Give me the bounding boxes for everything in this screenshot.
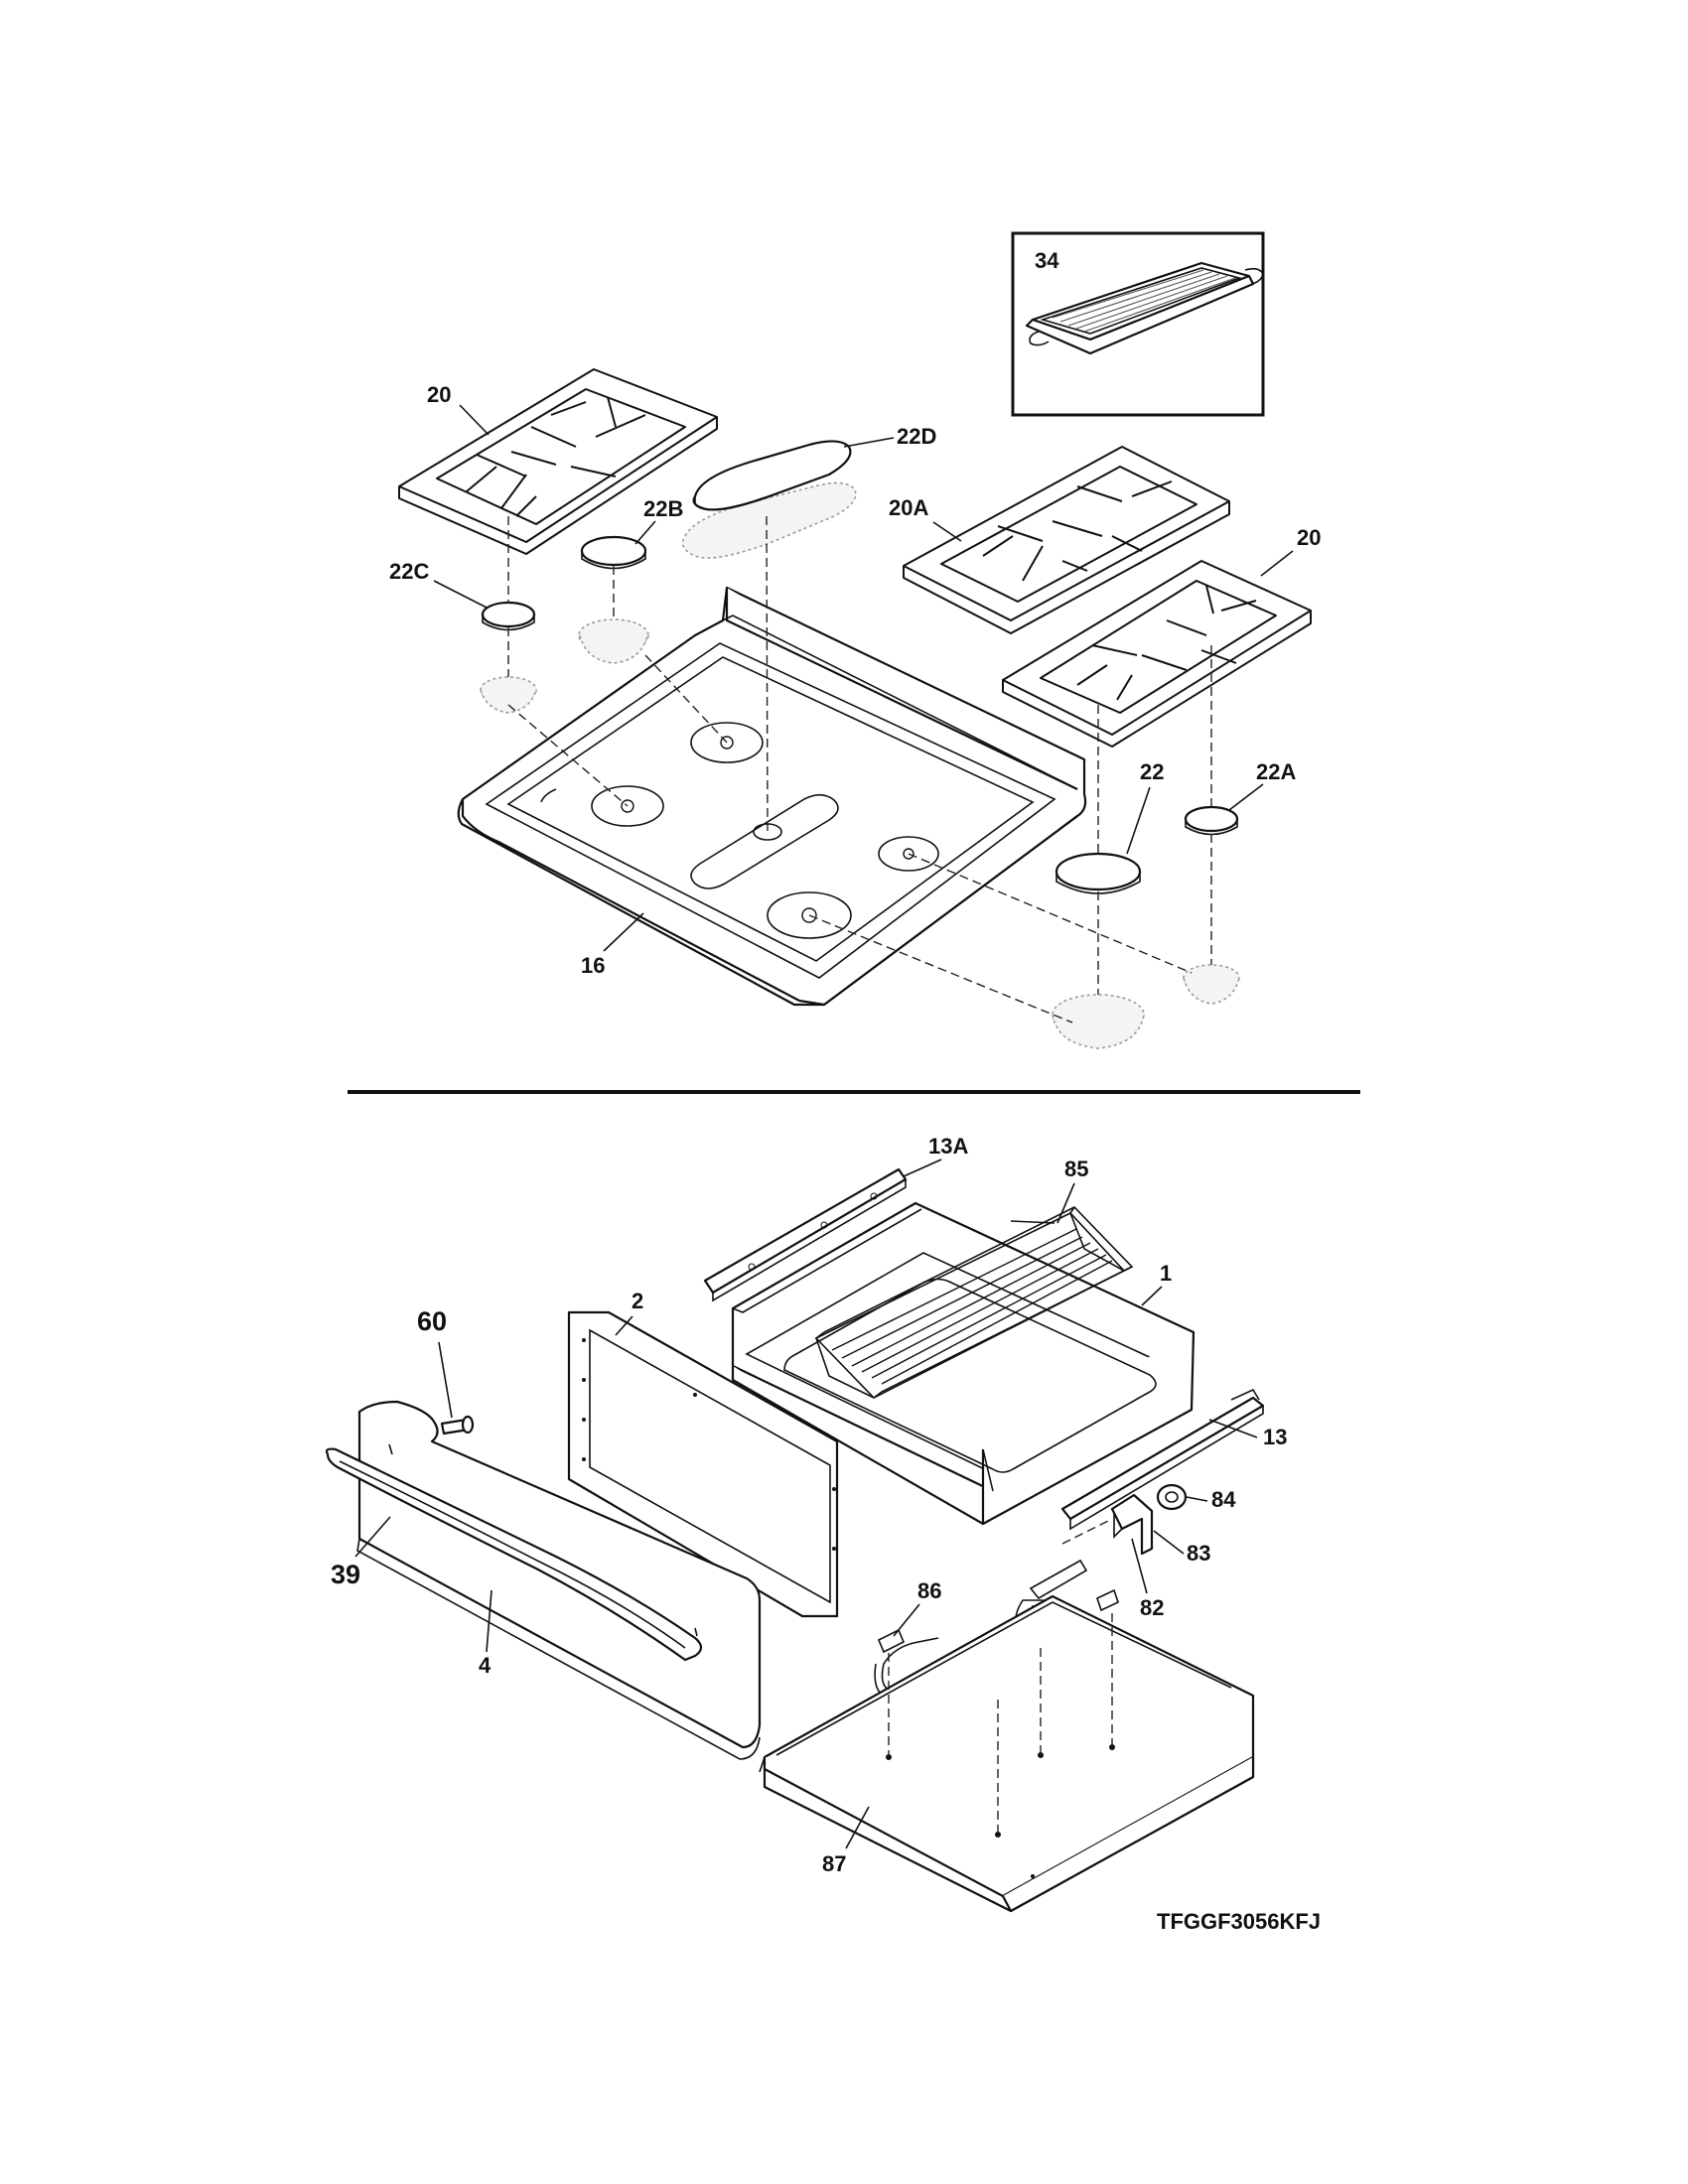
drawer-handle [325,1447,703,1662]
griddle-inset: 34 [1011,231,1265,417]
label-39: 39 [331,1560,360,1589]
label-4: 4 [479,1653,492,1678]
clip-86: 86 [893,1578,941,1637]
label-82: 82 [1140,1595,1164,1620]
label-22: 22 [1140,759,1164,784]
burner-cap-22C: 22C [389,559,537,714]
label-2: 2 [632,1289,643,1313]
burner-cap-22A: 22A [1183,759,1296,1005]
label-20A: 20A [889,495,928,520]
label-85: 85 [1064,1157,1088,1181]
label-22B: 22B [643,496,683,521]
label-13A: 13A [928,1134,968,1159]
label-34: 34 [1035,248,1059,273]
right-grate-20: 20 [1002,525,1321,748]
label-1: 1 [1160,1261,1172,1286]
drawer-rack: 85 [814,1157,1134,1399]
left-grate: 20 [398,368,718,555]
assembly-lines-bottom [888,1613,1113,1833]
assembly-lines-top [507,515,1212,1024]
drawer-bottom-panel: 87 [759,1594,1255,1913]
drawer-inner-panel: 2 [567,1289,839,1618]
bracket-assembly: 84 83 82 [1061,1483,1236,1620]
label-22C: 22C [389,559,429,584]
label-20-right: 20 [1297,525,1321,550]
label-83: 83 [1187,1541,1210,1566]
label-84: 84 [1211,1487,1236,1512]
label-20-left: 20 [427,382,451,407]
model-code: TFGGF3056KFJ [1157,1909,1321,1934]
cooktop-top: 16 [457,586,1087,1007]
center-right-grate-20A: 20A [889,446,1230,634]
drawer-box: 1 [731,1201,1196,1526]
label-22A: 22A [1256,759,1296,784]
label-22D: 22D [897,424,936,449]
slide-rail-13A: 13A [703,1134,968,1302]
oval-burner-cap: 22D [681,424,936,559]
drawer-front: 39 4 [325,1400,762,1760]
burner-cap-22B: 22B [578,496,683,664]
label-16: 16 [581,953,605,978]
burner-cap-22: 22 [1052,759,1164,1049]
section-divider [348,1090,1360,1094]
label-13: 13 [1263,1425,1287,1449]
label-86: 86 [917,1578,941,1603]
drawer-section: 13A 1 [325,1134,1321,1934]
label-60: 60 [417,1306,447,1336]
label-87: 87 [822,1851,846,1876]
screw-60: 60 [417,1306,475,1435]
slide-rail-13: 13 [1060,1388,1287,1531]
cooktop-section: 34 20 22D [389,231,1321,1049]
